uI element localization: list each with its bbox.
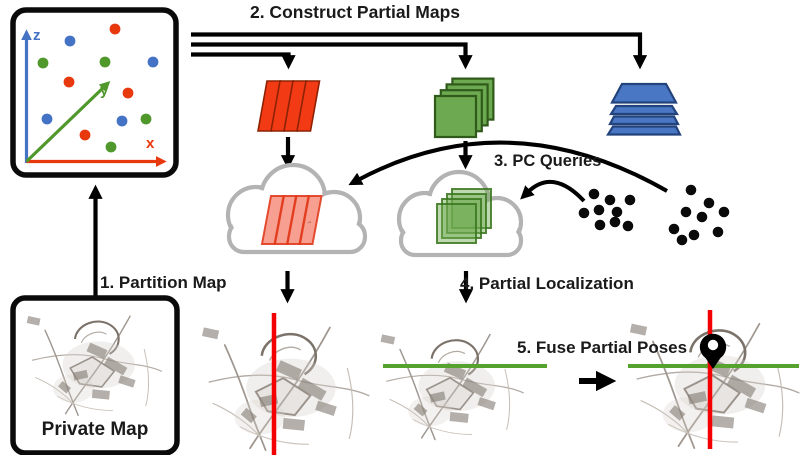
y-axis — [25, 80, 111, 163]
green-partial-map-stack — [433, 77, 495, 139]
location-pin-icon — [699, 333, 727, 369]
x-axis-label: x — [146, 135, 155, 152]
y-axis-label: y — [100, 82, 109, 99]
map-sketch-red-partition — [200, 326, 371, 452]
query-point-cloud-2 — [668, 184, 730, 246]
construct-branch-blue — [191, 32, 648, 70]
green-partial-map-in-cloud — [436, 188, 492, 244]
label-step-1: 1. Partition Map — [100, 273, 227, 292]
query-point-cloud-1 — [578, 188, 636, 232]
z-axis-label: z — [33, 27, 41, 44]
private-map-box — [10, 295, 180, 455]
label-step-5: 5. Fuse Partial Poses — [517, 338, 688, 357]
green-points — [37, 56, 152, 153]
red-partial-map-stack — [257, 80, 321, 132]
label-step-3: 3. PC Queries — [494, 152, 602, 170]
label-step-4: 4. Partial Localization — [460, 274, 634, 293]
map-sketch-private — [25, 314, 163, 417]
pc-query-arc-to-red-cloud — [348, 140, 668, 193]
construct-branch-green — [191, 42, 473, 70]
cloud-red-partition — [225, 162, 368, 255]
label-private-map: Private Map — [41, 419, 149, 440]
map-sketch-green-partition — [380, 333, 525, 441]
blue-points — [41, 35, 159, 127]
cloud-green-partition — [396, 169, 524, 258]
pc-query-arc-to-green-cloud — [520, 179, 586, 203]
red-partial-map-in-cloud — [260, 195, 323, 245]
construct-branch-red — [191, 52, 296, 70]
blue-partial-map-stack — [606, 82, 682, 136]
red-points — [63, 23, 134, 141]
label-step-2: 2. Construct Partial Maps — [249, 2, 461, 22]
